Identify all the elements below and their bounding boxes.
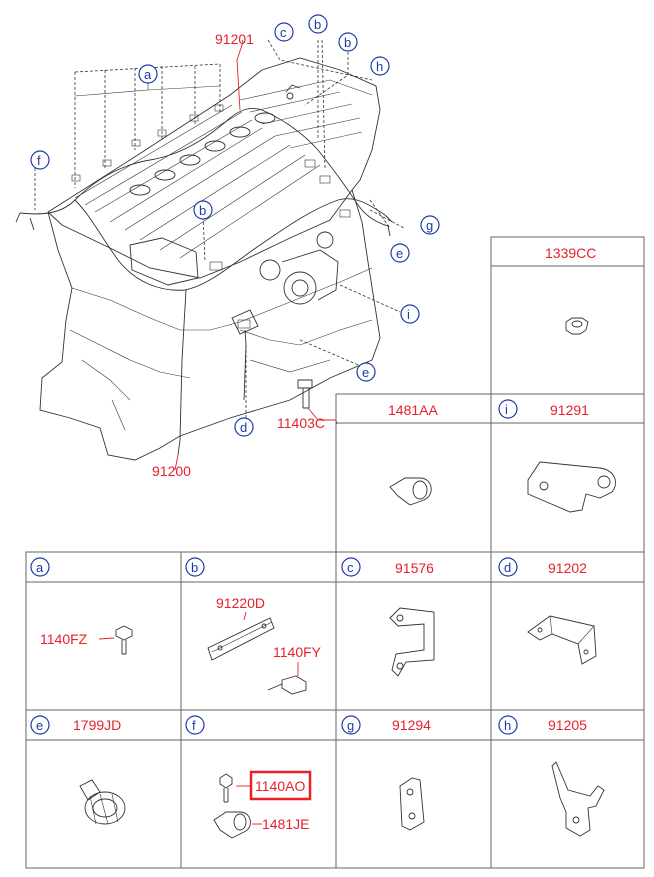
part-1140ao: 1140AO: [255, 778, 305, 794]
cell-title-91291: 91291: [550, 402, 589, 418]
engine-label-91201: 91201: [215, 31, 254, 47]
callout-b-mid: b: [199, 203, 206, 218]
cell-1339cc: 1339CC: [545, 245, 596, 335]
callout-i: i: [407, 307, 410, 322]
callout-d: d: [240, 420, 247, 435]
callout-b-top: b: [314, 17, 321, 32]
bracket-icon: [389, 607, 435, 677]
cell-b: b 91220D 1140FY: [185, 557, 322, 695]
part-91220d: 91220D: [216, 595, 265, 611]
nut-icon: [565, 317, 589, 335]
cell-c: c 91576: [341, 557, 435, 677]
cell-letter-b: b: [191, 560, 198, 575]
callout-c: c: [280, 25, 287, 40]
cell-letter-c: c: [347, 560, 354, 575]
fork-bracket-icon: [551, 761, 605, 837]
cell-title-91294: 91294: [392, 717, 431, 733]
band-clamp-icon: [79, 779, 126, 825]
cell-f: f 1140AO 1481JE: [185, 715, 312, 839]
callout-e-bottom: e: [362, 365, 369, 380]
cell-e: e 1799JD: [30, 715, 126, 825]
bolt-icon: [219, 773, 233, 803]
engine-label-11403c: 11403C: [277, 415, 325, 431]
cell-title-1481aa: 1481AA: [388, 402, 438, 418]
callout-f: f: [37, 153, 41, 168]
bolt-icon: [267, 675, 307, 695]
cell-title-91205: 91205: [548, 717, 587, 733]
callout-e-top: e: [396, 246, 403, 261]
cell-a: a 1140FZ: [30, 557, 133, 655]
engine-label-91200: 91200: [152, 463, 191, 479]
engine-illustration: [15, 39, 405, 461]
part-1140fy: 1140FY: [273, 644, 322, 660]
bracket-icon: [527, 461, 616, 513]
cell-title-91576: 91576: [395, 560, 434, 576]
cell-letter-d: d: [504, 560, 511, 575]
rail-bracket-icon: [207, 617, 275, 661]
cell-title-1799jd: 1799JD: [73, 717, 121, 733]
callout-a: a: [144, 67, 152, 82]
callout-g: g: [426, 218, 433, 233]
bracket-icon: [527, 615, 597, 665]
cell-letter-g: g: [347, 718, 354, 733]
cell-h: h 91205: [498, 715, 605, 837]
cell-title-1339cc: 1339CC: [545, 245, 596, 261]
part-1140fz: 1140FZ: [40, 631, 88, 647]
cell-letter-h: h: [504, 718, 511, 733]
parts-grid: [25, 236, 645, 869]
cell-letter-e: e: [36, 718, 43, 733]
cell-letter-a: a: [36, 560, 44, 575]
cell-letter-i: i: [505, 402, 508, 417]
part-1481je: 1481JE: [262, 816, 309, 832]
engine-callouts: a b b b c d e e f g h i: [30, 14, 440, 437]
highlight-box-1140ao: [249, 770, 312, 801]
cell-1481aa: 1481AA: [388, 402, 438, 506]
cell-i: i 91291: [498, 399, 616, 513]
cell-letter-f: f: [192, 718, 196, 733]
cell-g: g 91294: [341, 715, 431, 831]
clip-icon: [389, 477, 432, 506]
callout-h: h: [376, 59, 383, 74]
bolt-icon: [115, 625, 133, 655]
cell-d: d 91202: [498, 557, 597, 665]
cell-title-91202: 91202: [548, 560, 587, 576]
clip-icon: [213, 811, 251, 839]
plate-bracket-icon: [399, 777, 425, 831]
callout-b-right: b: [344, 35, 351, 50]
